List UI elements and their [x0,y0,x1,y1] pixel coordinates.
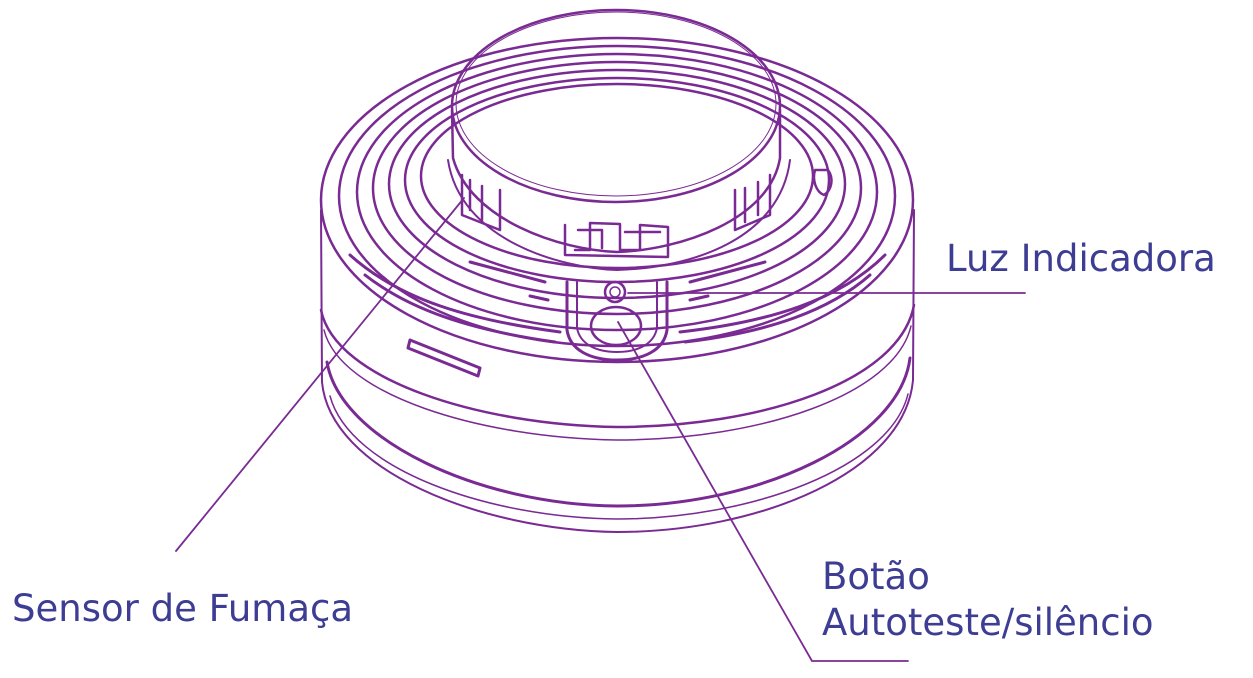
top-ring-4 [373,62,861,314]
body-right-side [913,210,914,380]
smoke-sensor-label: Sensor de Fumaça [12,586,353,632]
leader-sensor [176,198,464,551]
body-rim-front [321,305,914,427]
body-rim-front-2 [324,326,911,440]
chamber-top-inner [456,12,776,196]
test-button [591,307,641,345]
indicator-light-label: Luz Indicadora [946,236,1216,282]
base-band-inner [327,358,910,506]
chamber-wall [452,110,780,252]
top-ring-5 [389,70,845,298]
chamber-openings [462,175,770,257]
test-button-label-line1: Botão [822,554,1154,600]
top-ring-7 [421,84,813,268]
test-button-label-line2: Autoteste/silêncio [822,600,1154,646]
indicator-light-inner [610,287,620,297]
top-ring-3 [357,54,877,330]
base-band-lower [330,394,908,519]
body-left-side [321,210,322,382]
test-button-label: Botão Autoteste/silêncio [822,554,1154,646]
side-slot [408,340,480,376]
